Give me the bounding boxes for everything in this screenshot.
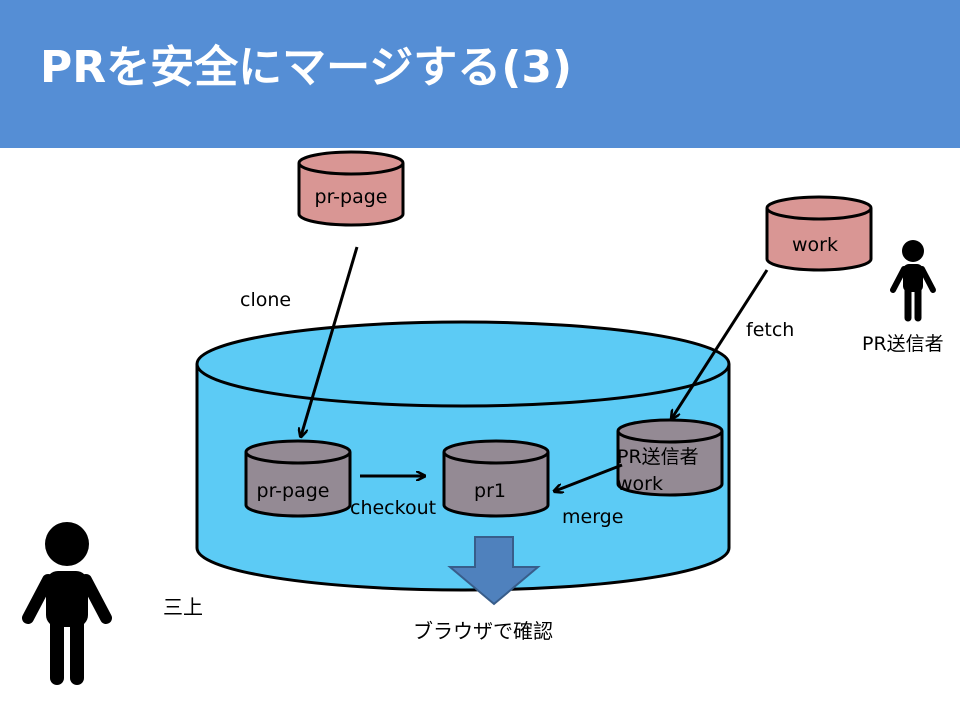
pr-sender-label: PR送信者 — [862, 333, 944, 355]
local-pr-page-label: pr-page — [257, 480, 330, 502]
local-pr1-label: pr1 — [474, 480, 506, 502]
local-user-person-icon — [22, 522, 112, 685]
title-bar: PRを安全にマージする(3) — [0, 0, 960, 148]
remote-pr-page-label: pr-page — [315, 186, 388, 208]
pr-sender-person-icon — [890, 240, 936, 322]
fetch-label: fetch — [746, 319, 794, 341]
local-pr1-repo: pr1 — [442, 439, 550, 518]
slide-title: PRを安全にマージする(3) — [40, 42, 573, 93]
local-sender-work-label-line2: work — [617, 473, 663, 495]
remote-work-label: work — [792, 234, 838, 256]
local-sender-work-repo: PR送信者 work — [616, 418, 724, 497]
local-user-label: 三上 — [163, 595, 203, 619]
clone-arrow — [301, 246, 359, 436]
checkout-label: checkout — [350, 497, 436, 519]
remote-pr-page-repo: pr-page — [297, 150, 405, 227]
local-pr-page-repo: pr-page — [244, 439, 352, 518]
local-sender-work-label-line1: PR送信者 — [617, 446, 699, 468]
fetch-arrow — [672, 269, 769, 418]
clone-label: clone — [240, 289, 291, 311]
merge-arrow — [555, 463, 623, 491]
browser-check-label: ブラウザで確認 — [413, 619, 553, 643]
merge-label: merge — [562, 506, 623, 528]
browser-check-arrow — [447, 536, 541, 606]
remote-work-repo: work — [765, 195, 873, 272]
